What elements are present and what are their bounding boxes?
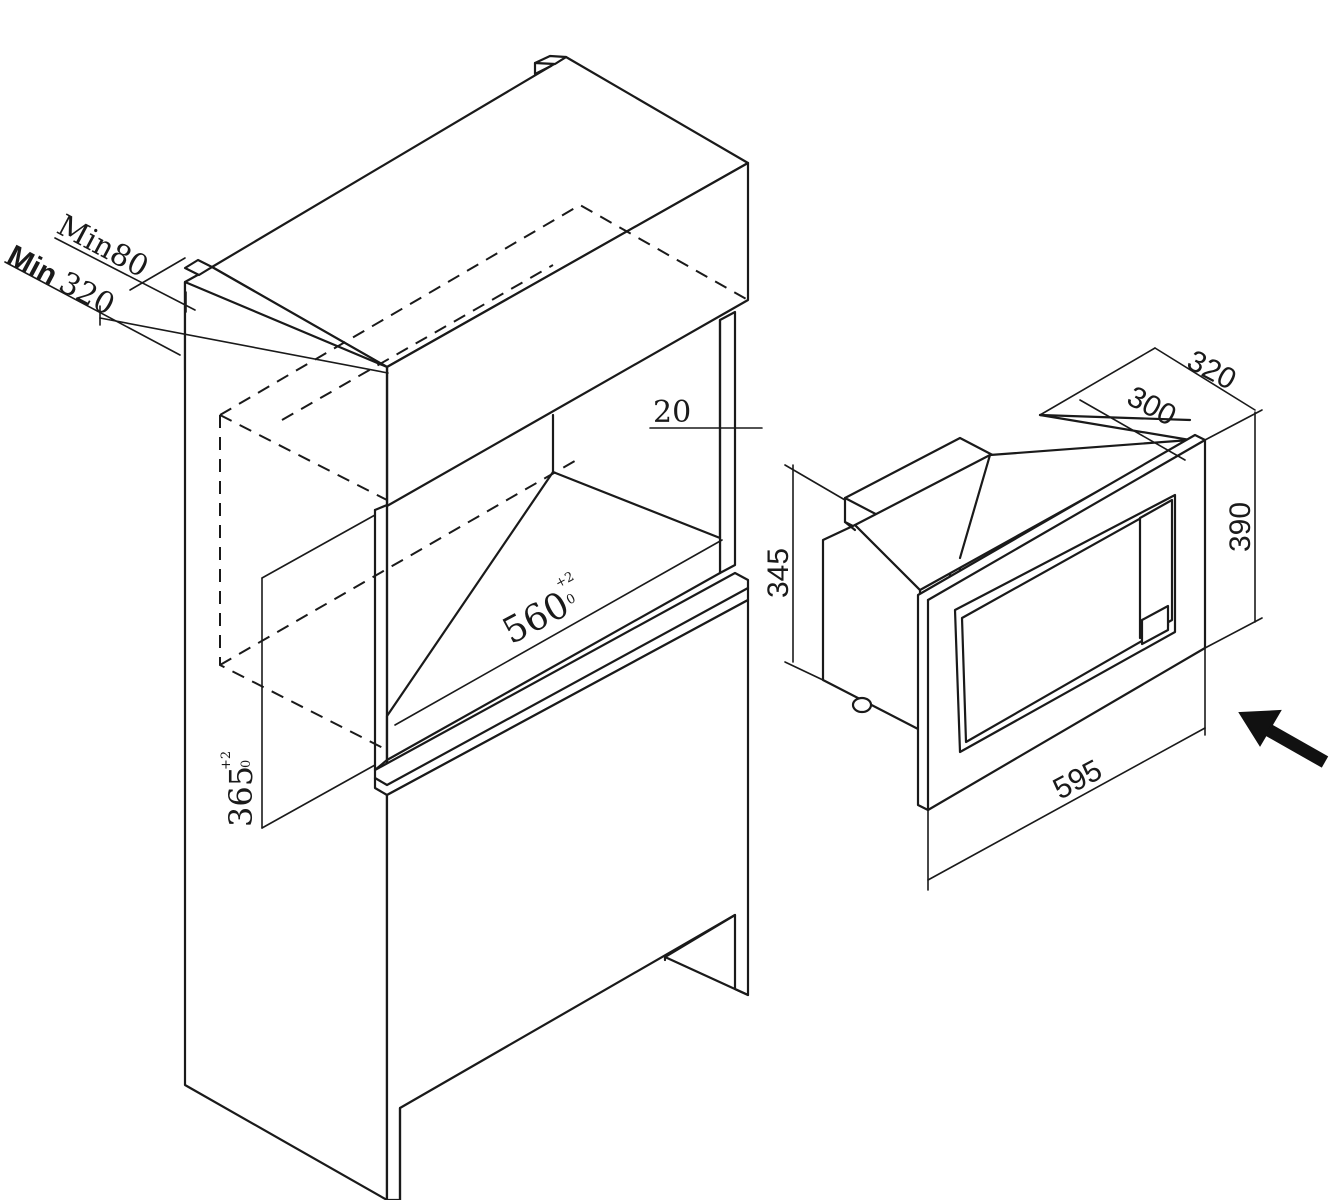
- gap-20-label: 20: [653, 395, 691, 430]
- cabinet-left-side: [183, 280, 389, 1200]
- cabinet-back-post: [533, 54, 568, 66]
- cabinet: [183, 54, 750, 1200]
- microwave-dimensions: [784, 347, 1263, 891]
- height-365-tol-bottom: 0: [239, 760, 254, 768]
- height-365-tol-top: +2: [219, 751, 234, 770]
- height-365-label: 365: [222, 766, 260, 827]
- hidden-outline: [219, 203, 749, 751]
- control-panel: [1138, 498, 1174, 640]
- cabinet-left-post: [183, 258, 214, 277]
- depth-320-label: 320: [1182, 344, 1242, 397]
- microwave: [821, 413, 1207, 812]
- cutout-dimensions: [4, 237, 763, 829]
- height-345-label: 345: [762, 548, 795, 598]
- depth-300-label: 300: [1122, 380, 1182, 433]
- height-365-group: 365 +2 0: [219, 751, 260, 827]
- niche-right-wall: [718, 310, 737, 575]
- arrow-up-left-icon: [1238, 709, 1329, 768]
- width-595-label: 595: [1048, 754, 1108, 807]
- microwave-window: [953, 493, 1177, 754]
- min320-label-value: 320: [53, 265, 120, 323]
- height-390-label: 390: [1224, 502, 1257, 552]
- min320-label-prefix: Min: [2, 239, 63, 292]
- display-icon: [1140, 604, 1170, 646]
